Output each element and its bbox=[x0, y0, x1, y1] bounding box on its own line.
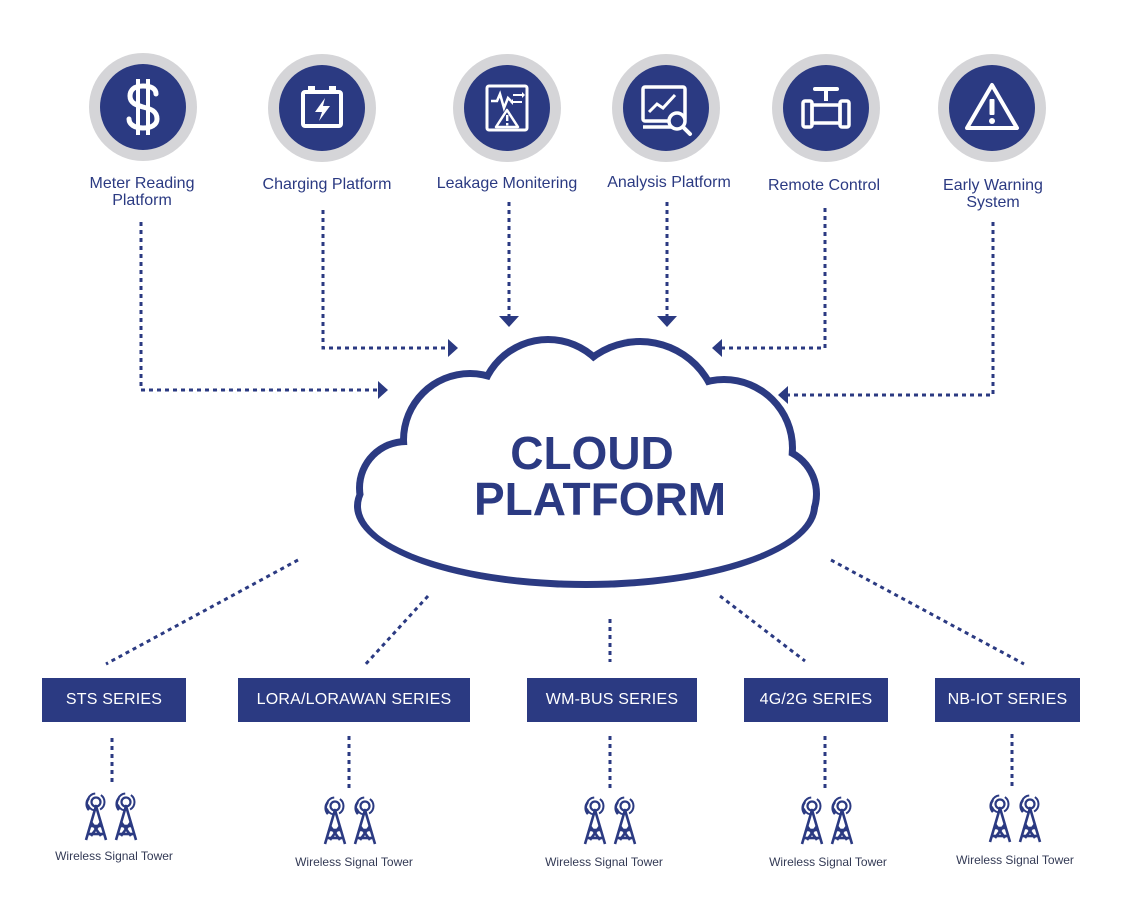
series-box-lora: LORA/LORAWAN SERIES bbox=[238, 678, 470, 722]
warning-label-line-2: System bbox=[966, 194, 1020, 211]
valve-icon bbox=[783, 65, 869, 151]
arrowhead-leakage bbox=[499, 316, 519, 327]
warning-icon bbox=[949, 65, 1035, 151]
connector-sts bbox=[105, 558, 299, 666]
signal-tower-icon bbox=[800, 796, 854, 845]
charging-platform-label: Charging Platform bbox=[242, 176, 412, 193]
early-warning-system-icon-ring bbox=[938, 54, 1046, 162]
signal-tower-icon bbox=[323, 796, 377, 845]
connector-nbiot bbox=[830, 558, 1025, 666]
signal-tower-icon bbox=[988, 794, 1042, 843]
arrowhead-warning bbox=[778, 386, 788, 404]
meter-reading-label-line-2: Platform bbox=[112, 192, 172, 209]
leakage-monitoring-icon-ring bbox=[453, 54, 561, 162]
analysis-label-line-1: Analysis Platform bbox=[607, 174, 731, 191]
arrowhead-meter-reading bbox=[378, 381, 388, 399]
meter-reading-platform-label: Meter Reading Platform bbox=[72, 175, 212, 209]
signal-tower-icon bbox=[84, 792, 138, 841]
battery-icon bbox=[279, 65, 365, 151]
series-box-wmbus: WM-BUS SERIES bbox=[527, 678, 697, 722]
connector-remote bbox=[722, 208, 827, 350]
tower-label-4: Wireless Signal Tower bbox=[769, 855, 887, 869]
leakage-monitor-icon bbox=[464, 65, 550, 151]
leakage-label-line-1: Leakage Monitering bbox=[436, 175, 578, 192]
analysis-platform-label: Analysis Platform bbox=[592, 174, 746, 191]
charging-platform-icon-ring bbox=[268, 54, 376, 162]
connector-warning bbox=[788, 222, 995, 397]
tower-label-1: Wireless Signal Tower bbox=[55, 849, 173, 863]
analysis-platform-icon-ring bbox=[612, 54, 720, 162]
arrowhead-charging bbox=[448, 339, 458, 357]
connector-meter-reading bbox=[139, 222, 378, 392]
signal-tower-icon bbox=[583, 796, 637, 845]
chart-search-icon bbox=[623, 65, 709, 151]
cloud-shape bbox=[354, 336, 820, 588]
tower-label-5: Wireless Signal Tower bbox=[956, 853, 1074, 867]
remote-control-icon-ring bbox=[772, 54, 880, 162]
leakage-monitoring-label: Leakage Monitering bbox=[418, 175, 596, 192]
series-box-4g2g: 4G/2G SERIES bbox=[744, 678, 888, 722]
arrowhead-remote bbox=[712, 339, 722, 357]
meter-reading-label-line-1: Meter Reading bbox=[89, 175, 195, 192]
tower-label-3: Wireless Signal Tower bbox=[545, 855, 663, 869]
series-box-nbiot: NB-IOT SERIES bbox=[935, 678, 1080, 722]
connector-charging bbox=[321, 210, 448, 350]
warning-label-line-1: Early Warning bbox=[943, 177, 1043, 194]
remote-control-label: Remote Control bbox=[752, 177, 896, 194]
remote-label-line-1: Remote Control bbox=[767, 177, 881, 194]
dollar-icon bbox=[100, 64, 186, 150]
series-box-sts: STS SERIES bbox=[42, 678, 186, 722]
cloud-title-line1: CLOUD bbox=[510, 427, 674, 479]
charging-label-line-1: Charging Platform bbox=[262, 176, 392, 193]
cloud-title-line2: PLATFORM bbox=[474, 473, 726, 525]
meter-reading-platform-icon-ring bbox=[89, 53, 197, 161]
connector-lora bbox=[362, 594, 430, 668]
early-warning-system-label: Early Warning System bbox=[924, 177, 1062, 211]
connector-4g2g bbox=[719, 594, 806, 663]
arrowhead-analysis bbox=[657, 316, 677, 327]
tower-label-2: Wireless Signal Tower bbox=[295, 855, 413, 869]
